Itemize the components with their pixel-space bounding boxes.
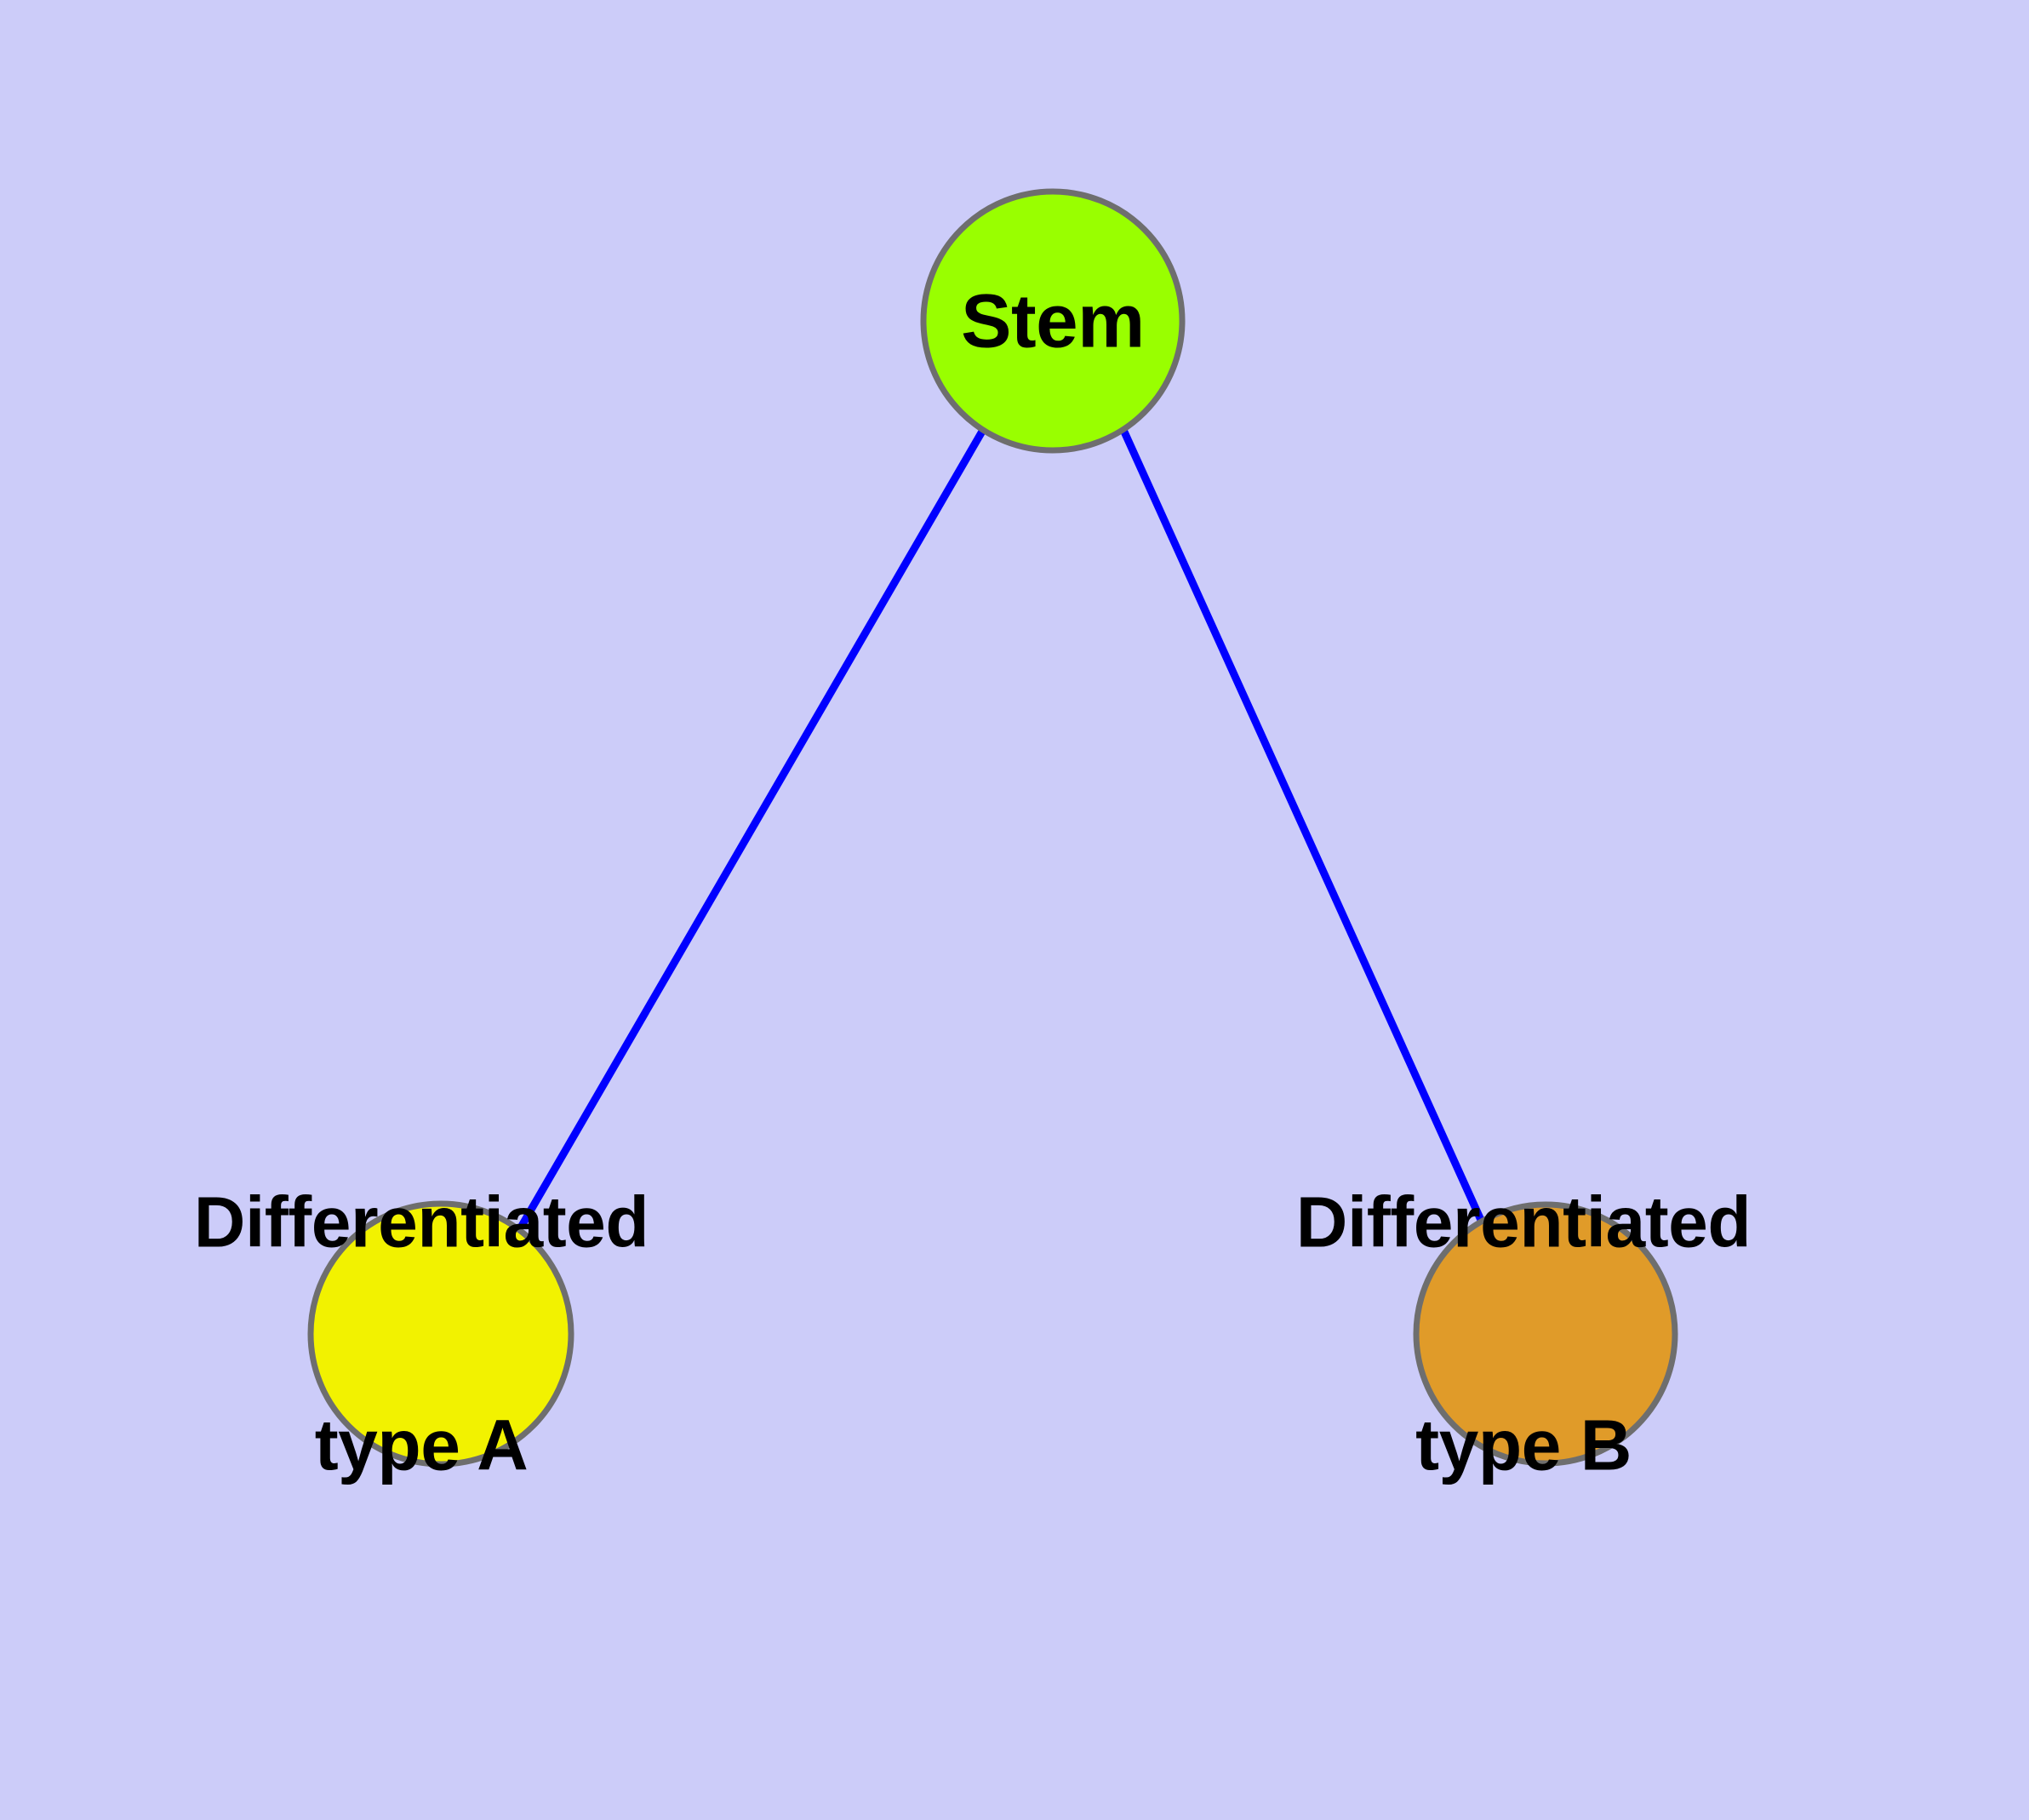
edge-stem-to-diff-b [1119,428,1489,1229]
node-differentiated-type-a[interactable] [307,1200,574,1468]
node-differentiated-type-b[interactable] [1413,1201,1678,1467]
edge-layer [518,427,1489,1229]
node-layer [307,188,1678,1468]
node-stem[interactable] [920,188,1186,454]
edge-stem-to-diff-a [518,427,986,1228]
